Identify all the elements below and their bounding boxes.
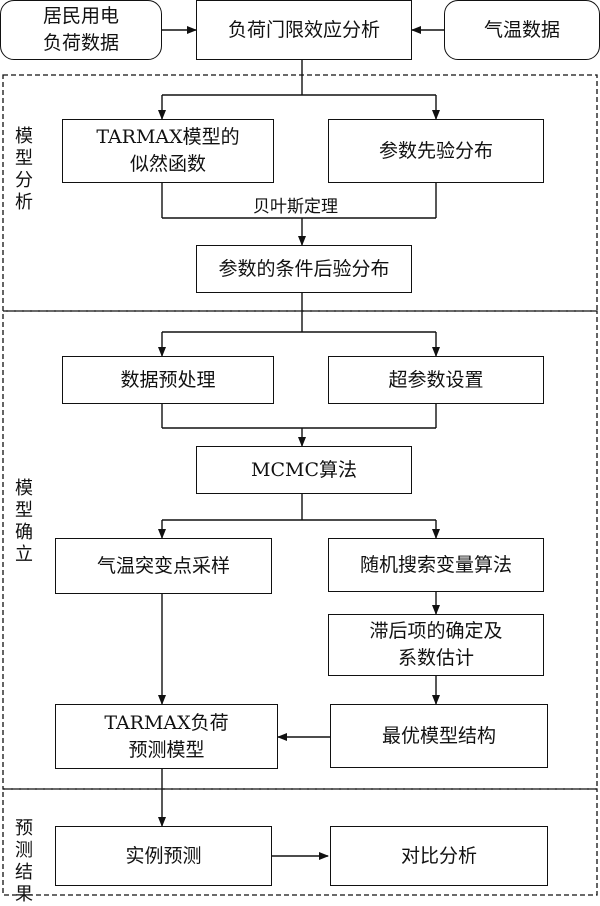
section-label-model-analysis: 模型 分析 — [15, 126, 33, 213]
residential-load-data-box: 居民用电 负荷数据 — [0, 0, 162, 60]
random-search-variable-box: 随机搜索变量算法 — [328, 538, 544, 592]
lag-determination-box: 滞后项的确定及 系数估计 — [328, 614, 544, 676]
posterior-distribution-box: 参数的条件后验分布 — [196, 245, 412, 293]
section-frame-model-analysis — [2, 74, 598, 312]
load-threshold-analysis-box: 负荷门限效应分析 — [196, 0, 412, 60]
mcmc-algorithm-box: MCMC算法 — [196, 446, 412, 494]
tarmax-likelihood-box: TARMAX模型的 似然函数 — [62, 119, 274, 183]
temperature-data-box: 气温数据 — [444, 0, 600, 60]
prior-distribution-box: 参数先验分布 — [328, 119, 544, 183]
optimal-model-structure-box: 最优模型结构 — [330, 704, 548, 768]
temperature-breakpoint-sampling-box: 气温突变点采样 — [55, 538, 272, 594]
hyperparameter-setting-box: 超参数设置 — [328, 356, 544, 404]
case-prediction-box: 实例预测 — [55, 826, 272, 886]
section-label-model-build: 模型 确立 — [15, 478, 33, 565]
comparison-analysis-box: 对比分析 — [330, 826, 548, 886]
section-frame-prediction — [2, 788, 598, 896]
bayes-theorem-label: 贝叶斯定理 — [251, 192, 340, 217]
tarmax-prediction-model-box: TARMAX负荷 预测模型 — [55, 704, 278, 769]
section-label-prediction: 预测 结果 — [15, 818, 33, 905]
data-preprocessing-box: 数据预处理 — [62, 356, 274, 404]
